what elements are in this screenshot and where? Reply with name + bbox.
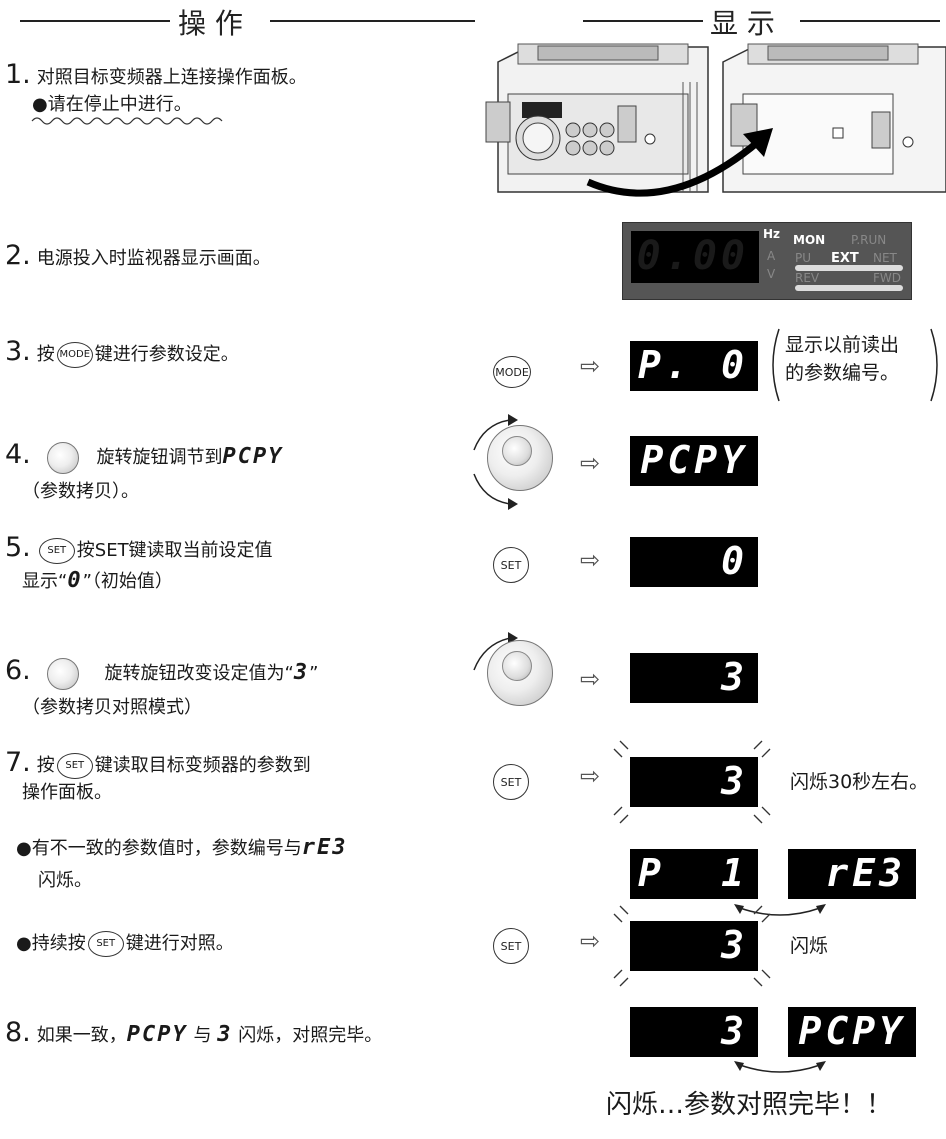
header-rule-right-b (800, 20, 940, 22)
panel-led: 0.00 (631, 231, 759, 283)
blink-marks-icon (613, 740, 771, 824)
step-1-note: ●请在停止中进行。 (32, 94, 192, 115)
net-label: NET (873, 251, 897, 265)
header-rule-right-a (583, 20, 703, 22)
led-db2: 3 (630, 921, 758, 971)
step-1: 1.对照目标变频器上连接操作面板。 (5, 59, 307, 90)
double-arrow-icon (734, 904, 826, 916)
pu-label: PU (795, 251, 812, 265)
led-d4: PCPY (630, 436, 758, 486)
monitor-panel: 0.00 Hz A V MON P.RUN PU EXT NET REV FWD (622, 222, 912, 300)
led-d6: 3 (630, 653, 758, 703)
hz-label: Hz (763, 227, 781, 241)
inverter-illustration (485, 43, 946, 197)
knob[interactable] (487, 425, 553, 491)
a-label: A (767, 249, 776, 263)
header-rule-left-b (270, 20, 475, 22)
led-d7: 3 (630, 757, 758, 807)
led-d8-pcpy: PCPY (788, 1007, 916, 1057)
arrow-right-icon: ⇨ (580, 449, 601, 477)
step-8: 8.如果一致，PCPY 与 3 闪烁，对照完毕。 (5, 1017, 383, 1048)
arrow-right-icon: ⇨ (580, 665, 601, 693)
double-arrow-icon (734, 1061, 826, 1073)
d3-note: 显示以前读出 的参数编号。 (785, 334, 900, 384)
arrow-right-icon: ⇨ (580, 546, 601, 574)
step-2: 2.电源投入时监视器显示画面。 (5, 240, 271, 271)
footer-complete: 闪烁…参数对照完毕！！ (606, 1090, 893, 1120)
led-db1-param: P 1 (630, 849, 758, 899)
set-key-icon: SET (87, 931, 124, 957)
step-5-line2: 显示“0”（初始值） (22, 568, 173, 593)
step-4: 4. 旋转旋钮调节到PCPY (5, 440, 283, 474)
mode-key[interactable]: MODE (493, 356, 531, 388)
set-key[interactable]: SET (493, 547, 529, 583)
knob[interactable] (487, 640, 553, 706)
step-4-sub: （参数拷贝）。 (22, 481, 139, 502)
arrow-right-icon: ⇨ (580, 927, 601, 955)
mode-key-icon: MODE (56, 342, 93, 368)
db2-note: 闪烁 (790, 935, 829, 957)
prun-label: P.RUN (851, 233, 887, 247)
blink-marks-icon (613, 905, 771, 987)
arrow-right-icon: ⇨ (580, 352, 601, 380)
step-6-sub: （参数拷贝对照模式） (22, 697, 202, 718)
bullet-mismatch: ●有不一致的参数值时，参数编号与rE3 (16, 835, 348, 860)
header-display: 显 示 (710, 7, 775, 40)
led-db1-err: rE3 (788, 849, 916, 899)
led-d8-value: 3 (630, 1007, 758, 1057)
rev-label: REV (795, 271, 820, 285)
mon-label: MON (793, 233, 826, 247)
step-7-line2: 操作面板。 (22, 782, 112, 803)
led-d3: P. 0 (630, 341, 758, 391)
set-key[interactable]: SET (493, 764, 529, 800)
knob-icon (46, 658, 79, 690)
bullet-mismatch-line2: 闪烁。 (38, 870, 92, 891)
arrow-right-icon: ⇨ (580, 762, 601, 790)
ext-label: EXT (831, 251, 859, 266)
fwd-label: FWD (873, 271, 902, 285)
header-operation: 操 作 (178, 7, 243, 40)
step-6: 6. 旋转旋钮改变设定值为“3” (5, 656, 318, 690)
bracket-note (772, 328, 938, 402)
header-rule-left-a (20, 20, 170, 22)
set-key-icon: SET (38, 538, 75, 564)
rotate-arrows-icon (473, 414, 518, 510)
wavy-underline (31, 117, 223, 125)
set-key-icon: SET (56, 753, 93, 779)
knob-icon (46, 442, 79, 474)
set-key[interactable]: SET (493, 928, 529, 964)
led-d5: 0 (630, 537, 758, 587)
v-label: V (767, 267, 776, 281)
d7-note: 闪烁30秒左右。 (790, 771, 929, 793)
